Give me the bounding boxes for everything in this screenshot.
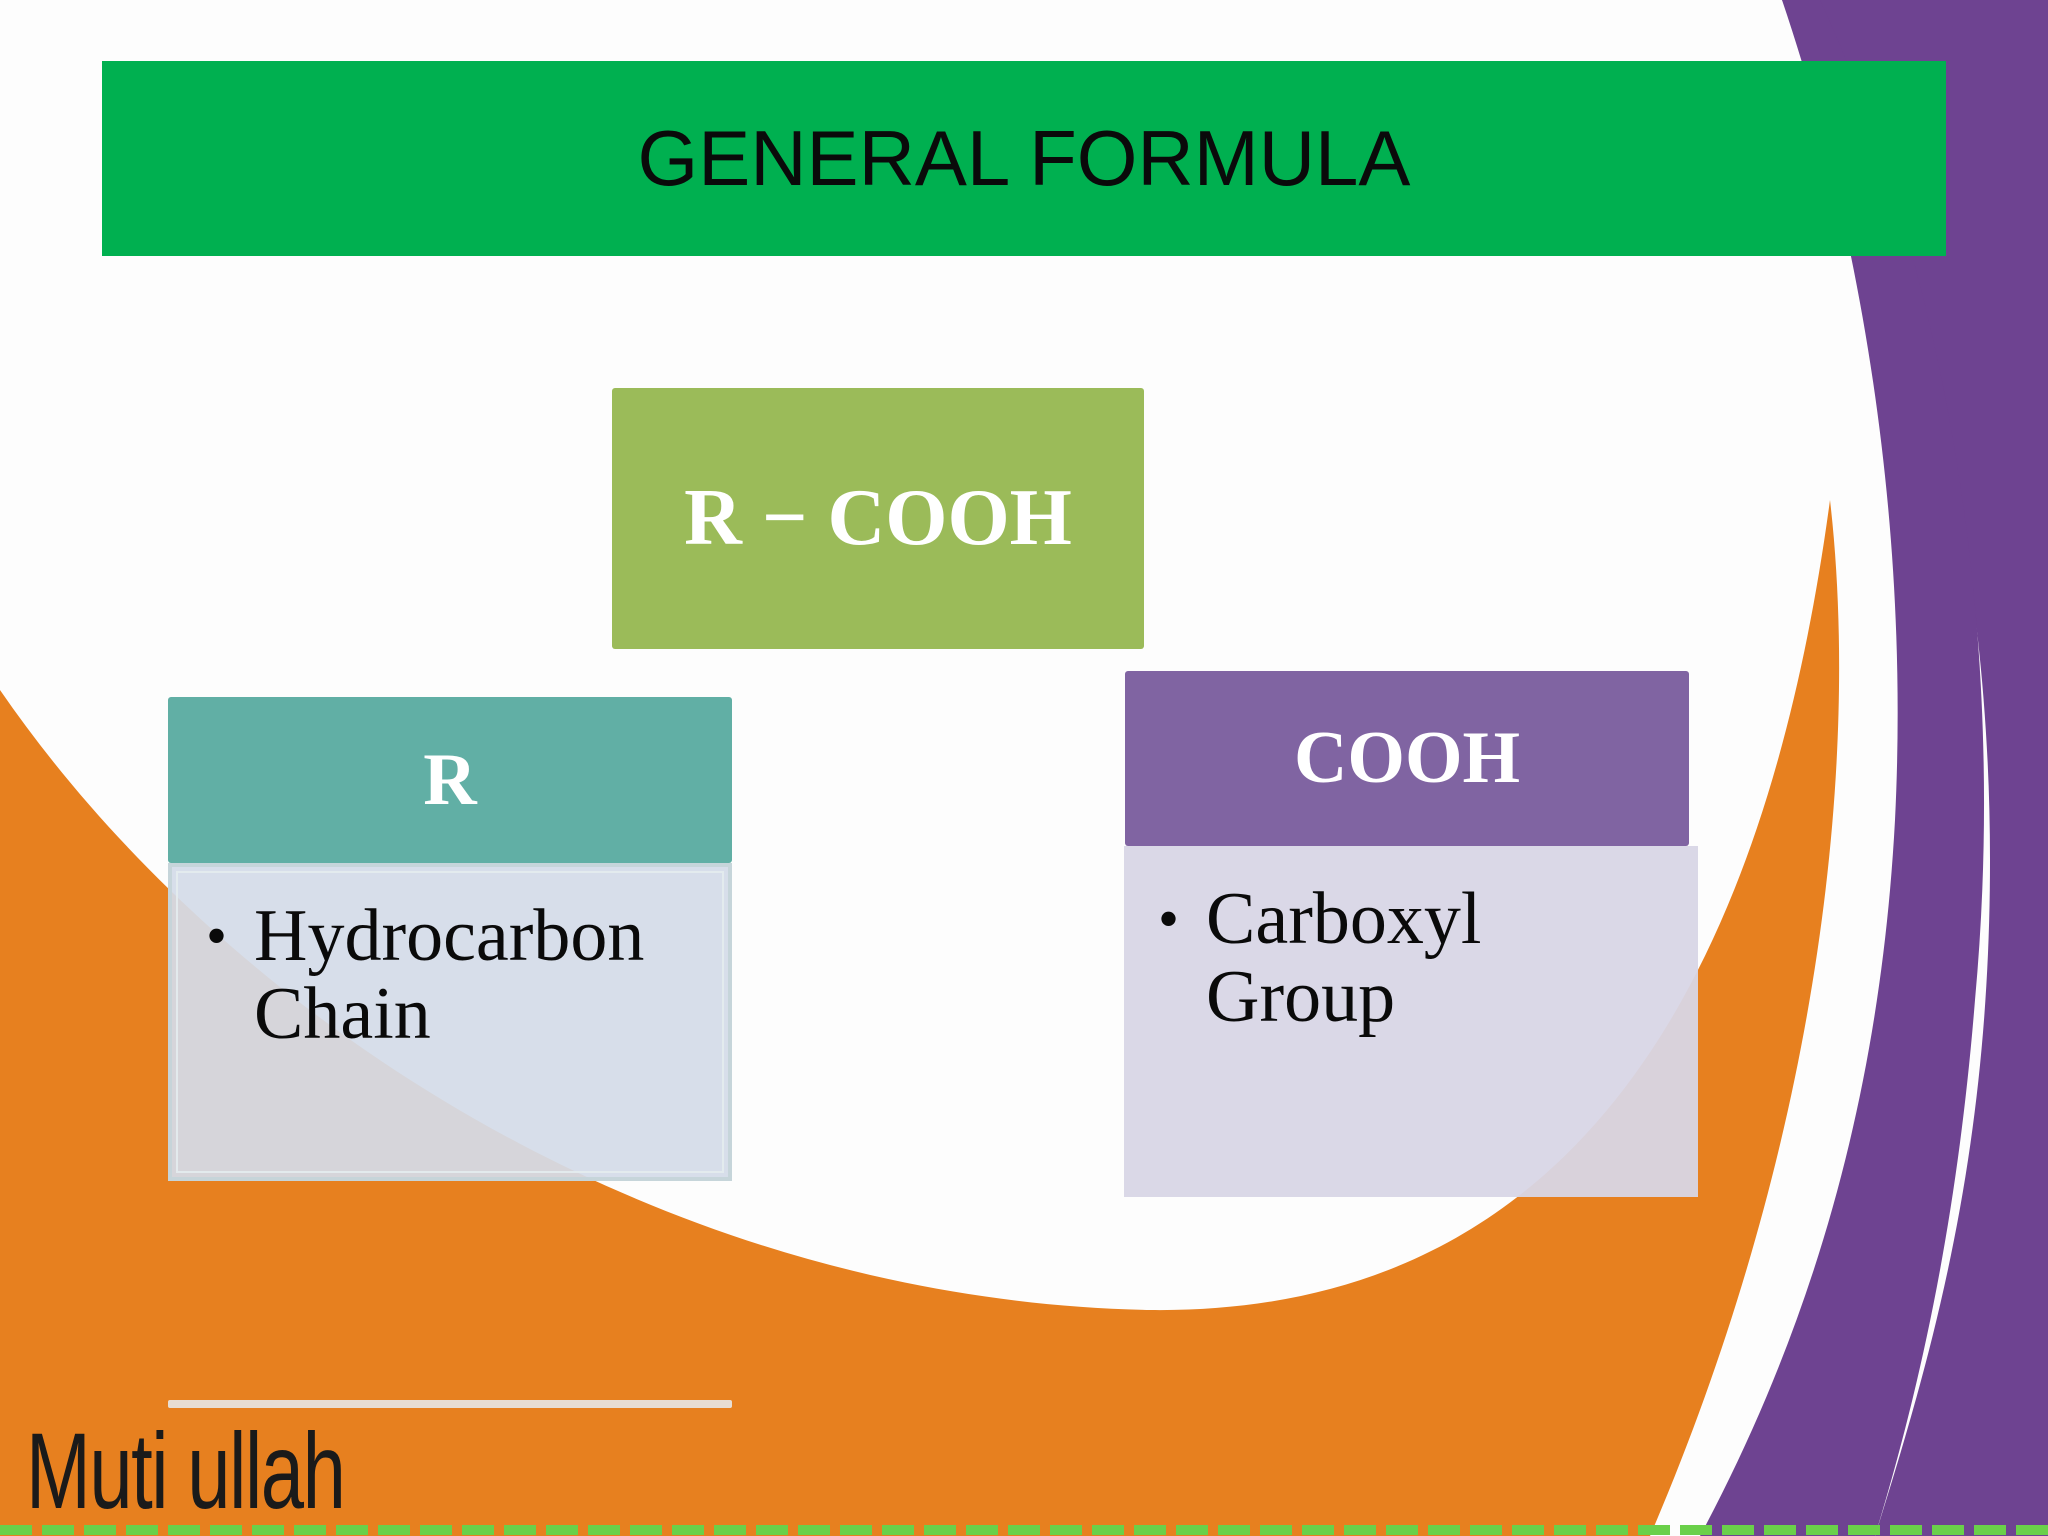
cooh-description: Carboxyl Group [1206,878,1482,1038]
r-heading: R [423,738,477,821]
purple-swoosh [1782,0,2048,1536]
title-banner: GENERAL FORMULA [102,61,1946,256]
slide-title: GENERAL FORMULA [637,114,1411,202]
bullet-icon: • [1158,886,1180,952]
cooh-description-panel: • Carboxyl Group [1124,846,1698,1197]
cooh-heading: COOH [1293,717,1521,799]
formula-box: R − COOH [612,388,1144,649]
r-description-panel: • Hydrocarbon Chain [168,863,732,1181]
author-signature: Muti ullah [26,1410,346,1531]
bullet-icon: • [206,903,228,969]
purple-swoosh-inner [1700,0,1985,1536]
footer-divider [168,1400,732,1408]
r-heading-box: R [168,697,732,863]
list-item: • Carboxyl Group [1158,880,1678,1036]
r-description: Hydrocarbon Chain [254,895,645,1055]
formula-text: R − COOH [684,474,1072,562]
list-item: • Hydrocarbon Chain [206,897,708,1053]
orange-swoosh [0,500,1840,1536]
cooh-heading-box: COOH [1125,671,1689,846]
